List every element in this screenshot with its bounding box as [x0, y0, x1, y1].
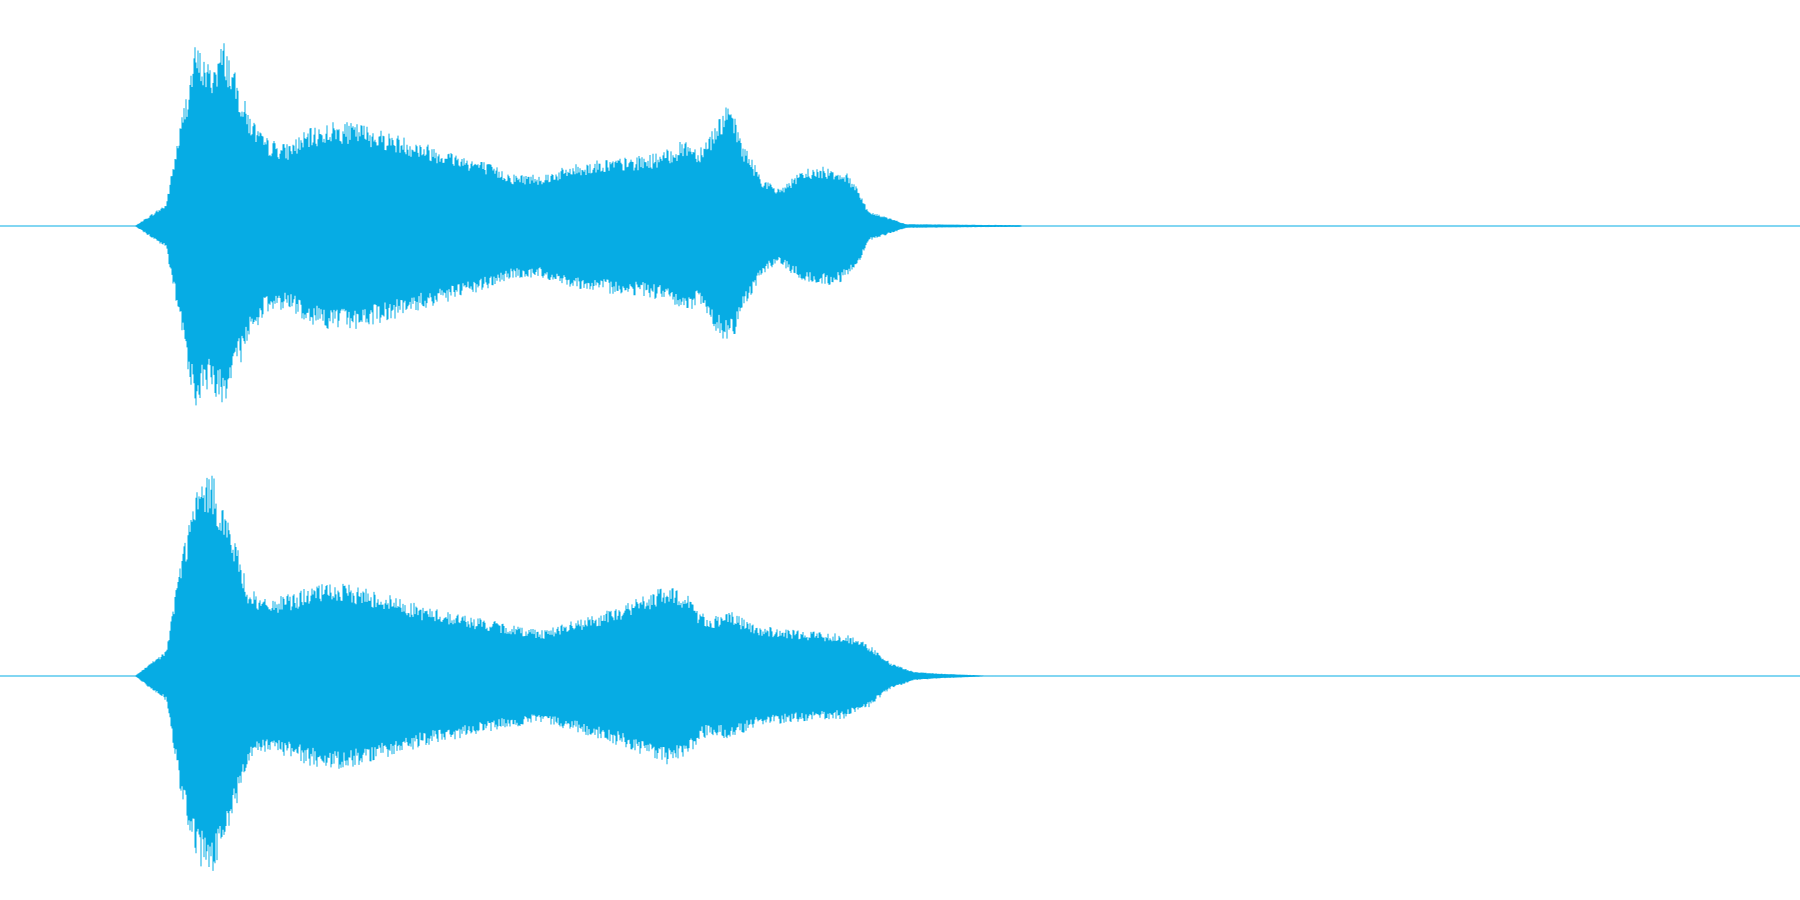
channel-2-sample-strokes [135, 475, 996, 871]
channel-1-waveform [0, 43, 1800, 406]
channel-1-sample-strokes [135, 43, 1027, 406]
channel-2-waveform [0, 475, 1800, 871]
